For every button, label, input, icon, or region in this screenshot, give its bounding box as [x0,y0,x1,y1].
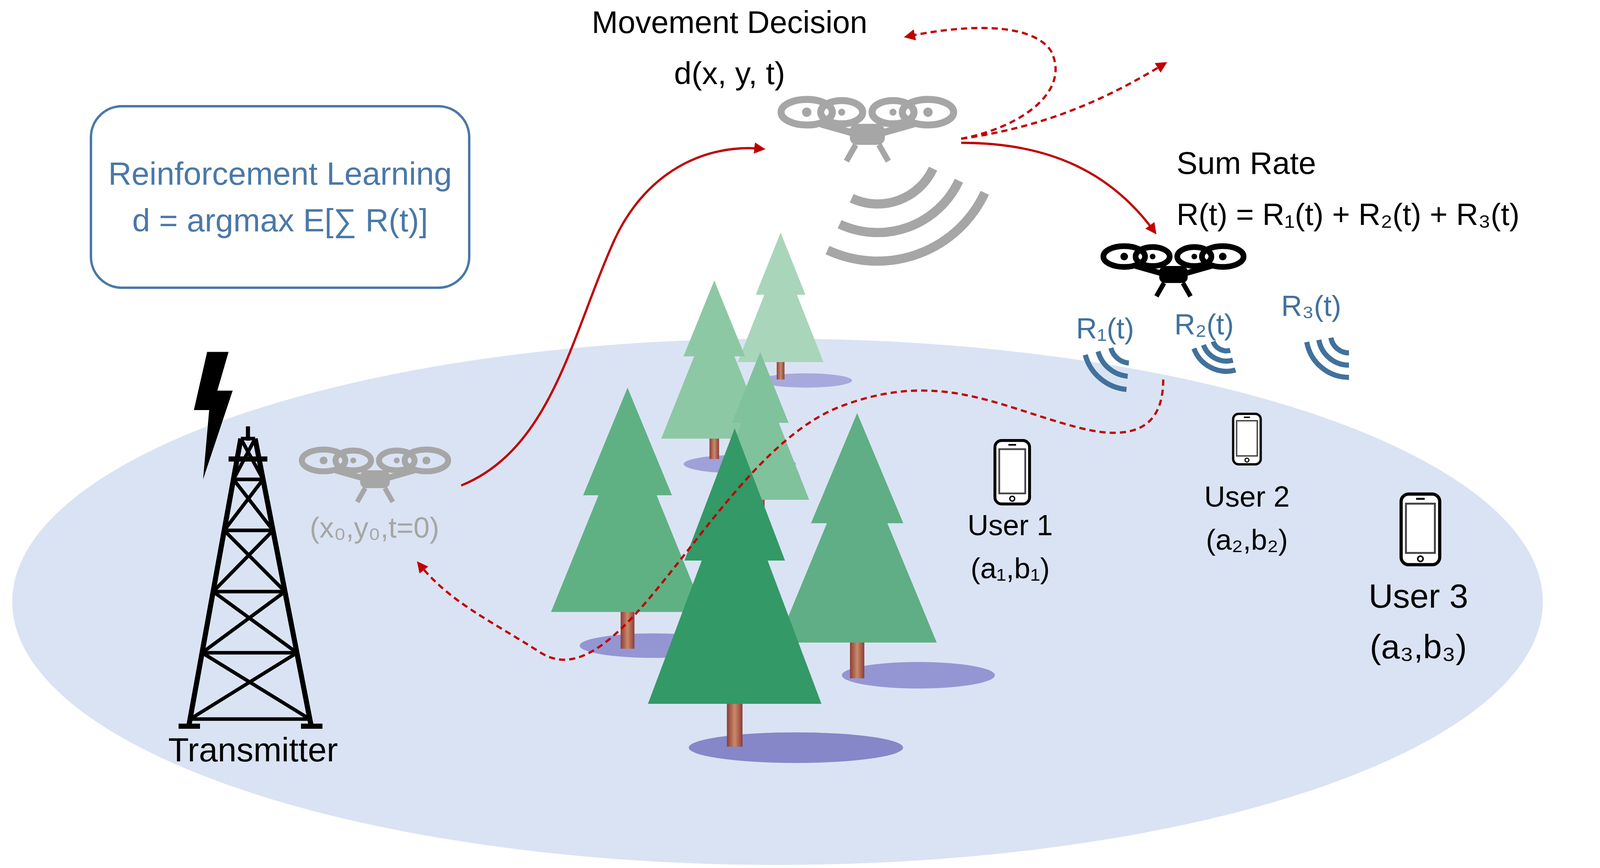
user-coordinates: (a₃,b₃) [1369,627,1467,667]
tree-crown [777,413,937,643]
transmitter-label: Transmitter [168,730,339,770]
signal-wave [839,180,959,233]
user-label: User 2 [1204,480,1290,514]
user-label: User 3 [1368,576,1469,616]
signal-wave [827,192,985,262]
signal-wave [1098,351,1128,377]
signal-wave [1213,341,1231,351]
user-phone [1401,494,1440,565]
candidate-move [906,28,1056,139]
transmitter-tower [178,426,323,726]
return-path [418,379,1164,660]
user-coordinates: (a₂,b₂) [1206,523,1289,557]
ground-area [12,338,1543,866]
signal-wave [1306,342,1349,378]
tree [647,428,904,763]
trajectory-path [961,142,1156,233]
signal-wave [851,168,933,205]
rate-label: R₂(t) [1174,307,1234,342]
drone-intermediate [781,99,954,162]
start-position: (x₀,y₀,t=0) [309,511,440,545]
user-coordinates: (a₁,b₁) [970,551,1050,586]
trajectory-path [461,148,764,486]
box-formula: d = argmax E[∑ R(t)] [132,197,429,244]
signal-wave [1203,344,1233,361]
tree-crown [550,387,704,613]
signal-wave [1318,340,1349,366]
user-phone [994,440,1030,505]
tree-shadow [760,373,852,388]
process-box: Reinforcement Learningd = argmax E[∑ R(t… [89,105,471,289]
tree-trunk [709,435,720,459]
drone-current [1103,246,1244,297]
tree-trunk [620,608,635,649]
sum-rate-label: Sum Rate [1176,145,1317,182]
tree-crown [737,232,824,363]
signal-wave [1330,337,1349,353]
rate-label: R₁(t) [1076,311,1135,346]
trees [550,232,995,763]
tree [777,413,995,689]
user-phone [1232,413,1261,464]
lightning-bolt [193,351,233,480]
trajectory-arrows [418,28,1166,660]
signal-wave [1111,348,1130,363]
drone-start [301,449,449,502]
movement-label: Movement Decision [591,4,868,41]
movement-formula: d(x, y, t) [674,55,786,92]
tree-trunk [849,639,865,679]
tree-trunk [726,700,743,747]
rate-label: R₃(t) [1281,289,1342,323]
candidate-move [961,63,1166,139]
sum-rate-formula: R(t) = R₁(t) + R₂(t) + R₃(t) [1176,196,1520,232]
tree-crown [647,428,822,704]
user-label: User 1 [967,508,1053,543]
signal-wave [1085,354,1127,390]
signal-wave [1193,348,1236,372]
tree-shadow [841,661,995,689]
box-heading: Reinforcement Learning [108,150,452,198]
tree-shadow [688,732,904,763]
